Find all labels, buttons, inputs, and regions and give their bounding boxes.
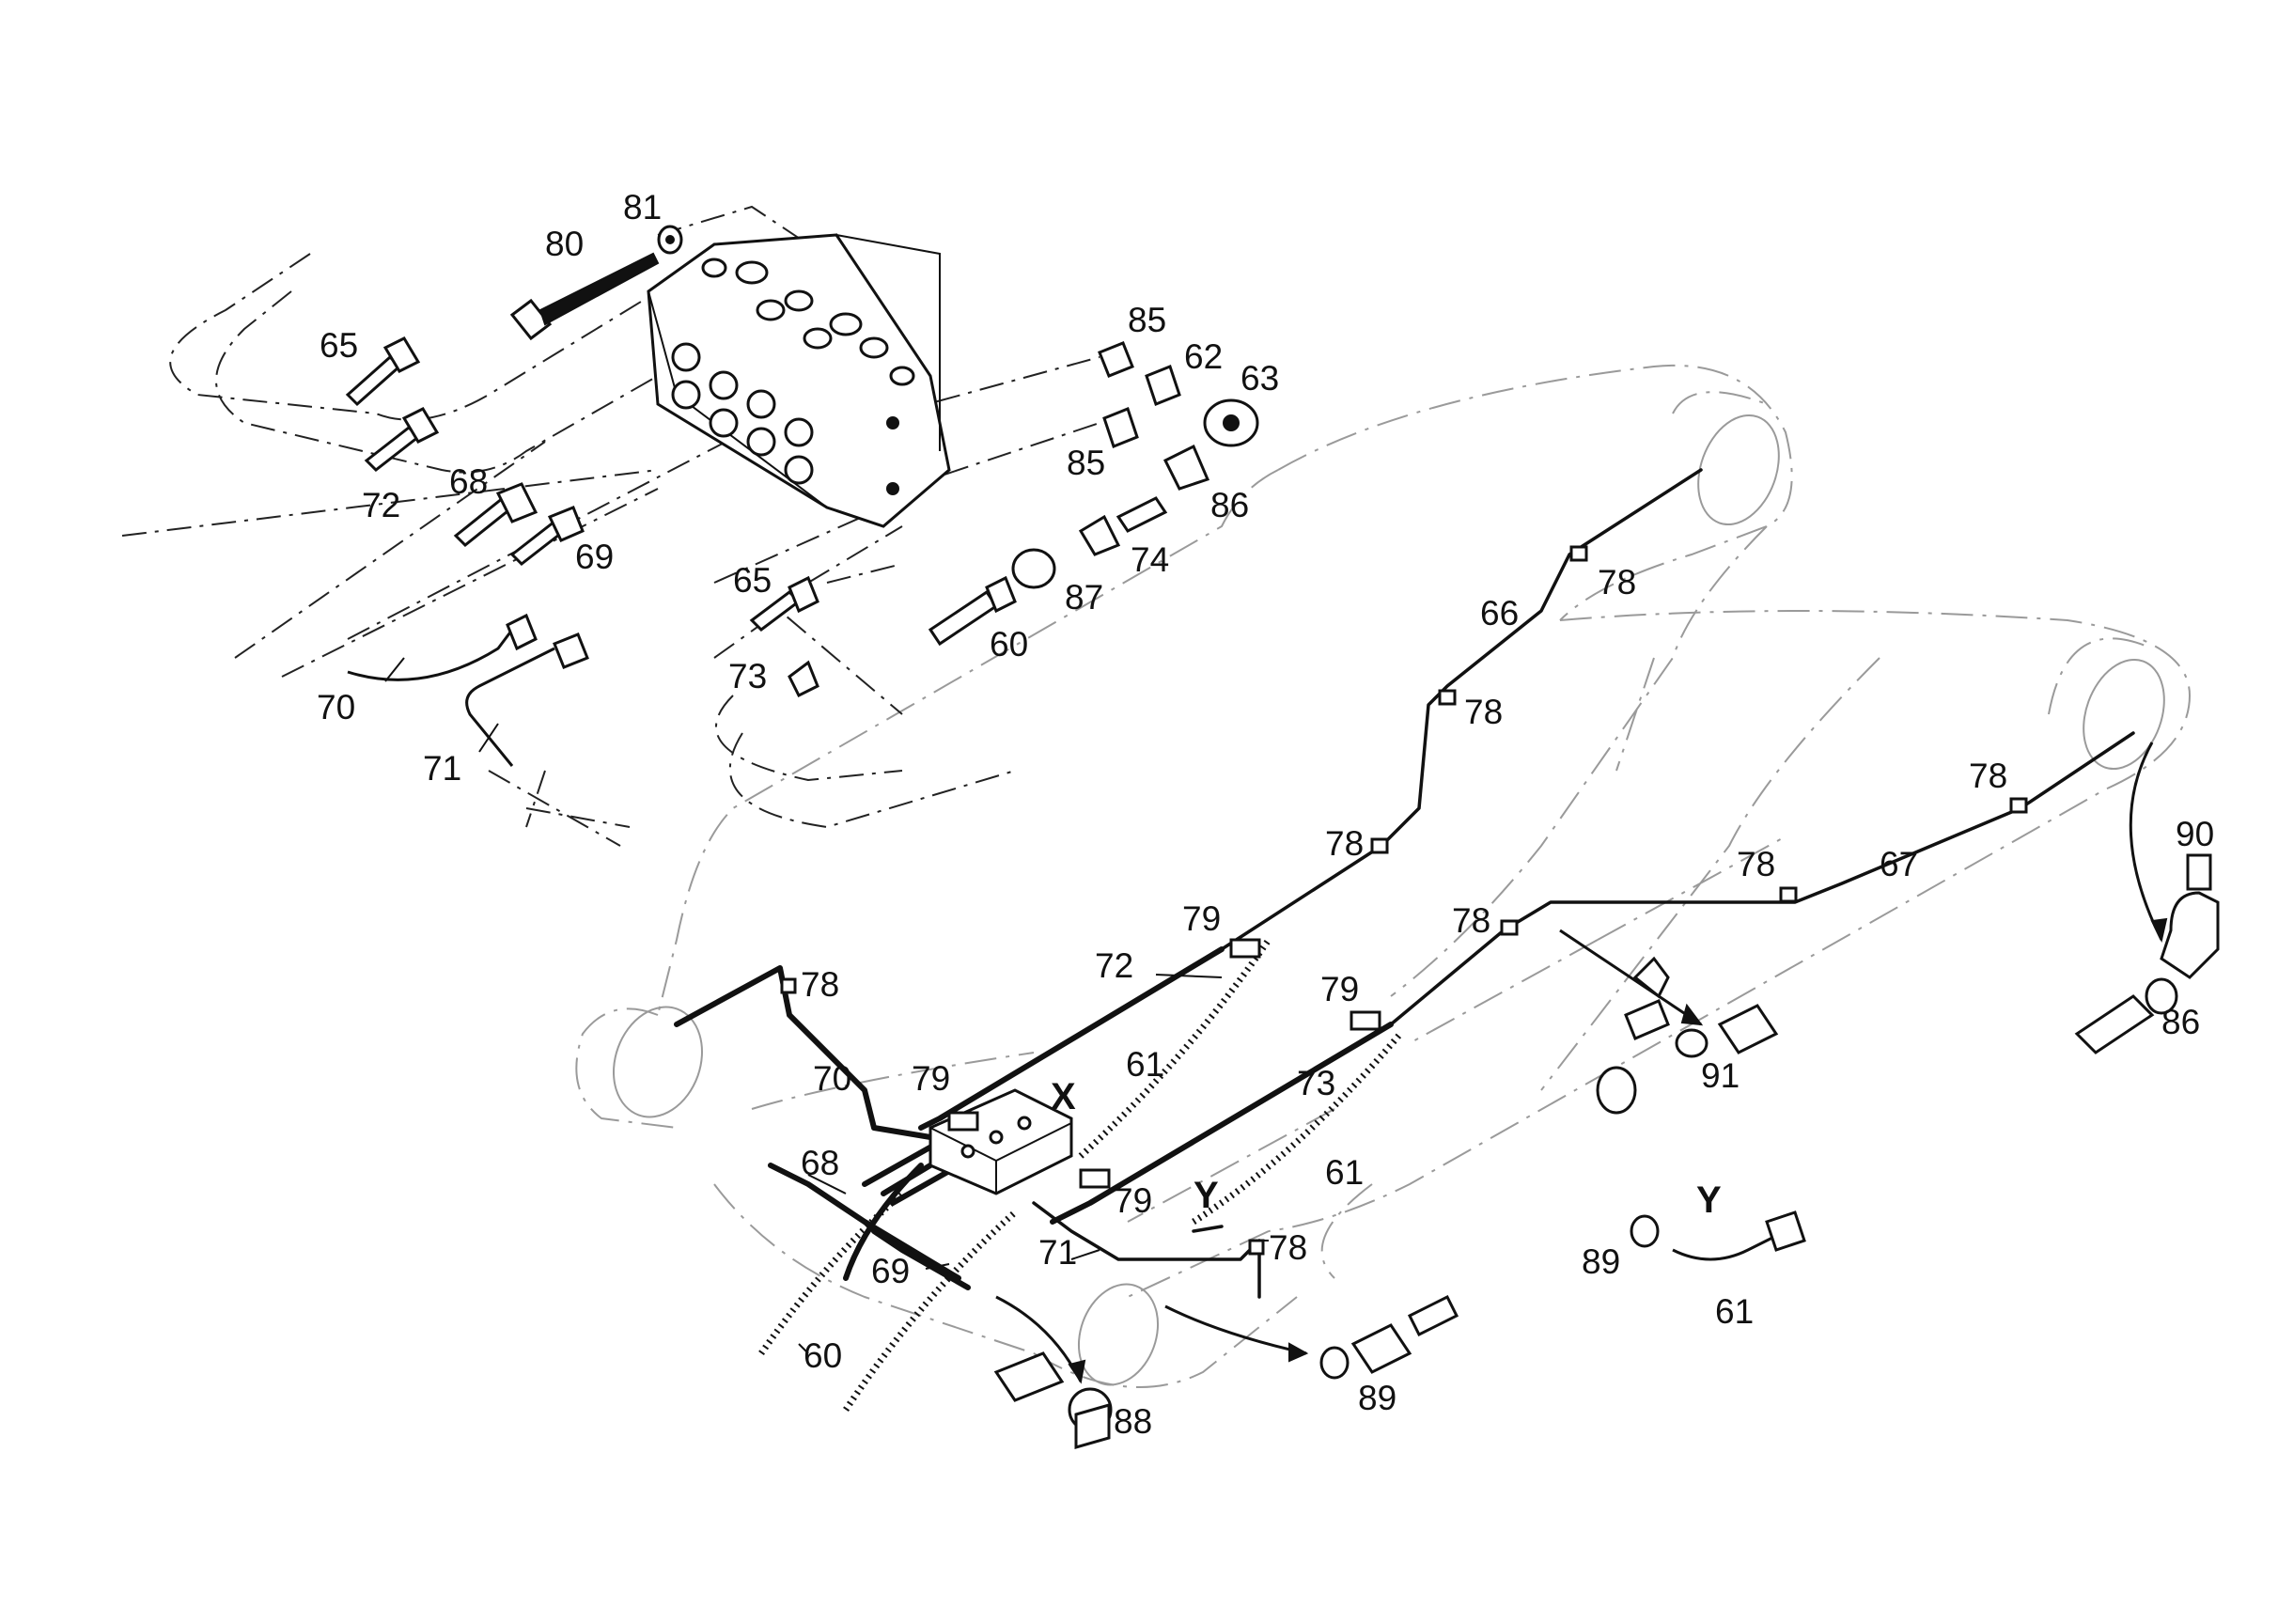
callout-62: 62: [1184, 337, 1223, 376]
callout-79: 79: [912, 1059, 950, 1098]
assembly-lines: [121, 205, 1100, 847]
callout-78: 78: [1969, 757, 2007, 795]
callout-labels: 81 80 65 72 68 69 70 71 65 73 85 62 63 8…: [317, 188, 2214, 1441]
callout-78: 78: [1269, 1228, 1307, 1267]
bolt-80: [509, 225, 683, 341]
valve-block: [647, 233, 951, 528]
view-marker-y: Y: [1696, 1179, 1722, 1221]
callout-72: 72: [1095, 946, 1133, 985]
callout-70: 70: [317, 688, 355, 726]
callout-89: 89: [1358, 1379, 1396, 1417]
right-fittings: [928, 341, 1259, 647]
callout-68: 68: [449, 462, 488, 501]
callout-68: 68: [801, 1144, 839, 1182]
callout-71: 71: [1038, 1233, 1077, 1272]
callout-81: 81: [623, 188, 662, 226]
callout-67: 67: [1880, 845, 1918, 883]
callout-89: 89: [1582, 1242, 1620, 1281]
callout-78: 78: [1325, 824, 1364, 863]
callout-60: 60: [990, 625, 1028, 664]
callout-78: 78: [1452, 901, 1490, 940]
callout-61: 61: [1715, 1292, 1754, 1331]
arrows: [995, 742, 2168, 1384]
callout-79: 79: [1182, 899, 1221, 938]
callout-78: 78: [1598, 563, 1636, 601]
callout-70: 70: [813, 1059, 851, 1098]
detail-fittings: [993, 853, 2220, 1449]
callout-72: 72: [362, 486, 400, 524]
callout-85: 85: [1128, 301, 1166, 339]
callout-79: 79: [1320, 970, 1359, 1008]
callout-71: 71: [423, 749, 461, 788]
callout-79: 79: [1114, 1181, 1152, 1220]
callout-60: 60: [804, 1336, 842, 1375]
callout-69: 69: [575, 538, 614, 576]
callout-78: 78: [1464, 693, 1503, 731]
callout-85: 85: [1067, 444, 1105, 482]
callout-61: 61: [1126, 1045, 1164, 1084]
callout-90: 90: [2176, 815, 2214, 853]
pipe-clamps: [780, 545, 2028, 1256]
view-marker-y: Y: [1194, 1175, 1219, 1216]
hoses: [758, 938, 1403, 1412]
callout-78: 78: [801, 965, 839, 1004]
callout-66: 66: [1480, 594, 1519, 632]
callout-63: 63: [1240, 359, 1279, 398]
callout-74: 74: [1131, 540, 1169, 579]
callout-69: 69: [871, 1252, 910, 1290]
callout-leaders: [384, 657, 1269, 1354]
callout-91: 91: [1701, 1056, 1740, 1095]
callout-61: 61: [1325, 1153, 1364, 1192]
callout-73: 73: [728, 657, 767, 695]
callout-88: 88: [1114, 1402, 1152, 1441]
pipe-runs: [674, 468, 2135, 1299]
callout-86: 86: [2161, 1003, 2200, 1041]
callout-73: 73: [1297, 1064, 1335, 1102]
callout-80: 80: [545, 225, 584, 263]
view-marker-x: X: [1051, 1076, 1076, 1117]
callout-87: 87: [1065, 578, 1103, 617]
callout-65: 65: [320, 326, 358, 365]
callout-78: 78: [1737, 845, 1775, 883]
callout-65: 65: [733, 561, 772, 600]
boom-frame-outline: [575, 364, 2192, 1388]
callout-86: 86: [1210, 486, 1249, 524]
